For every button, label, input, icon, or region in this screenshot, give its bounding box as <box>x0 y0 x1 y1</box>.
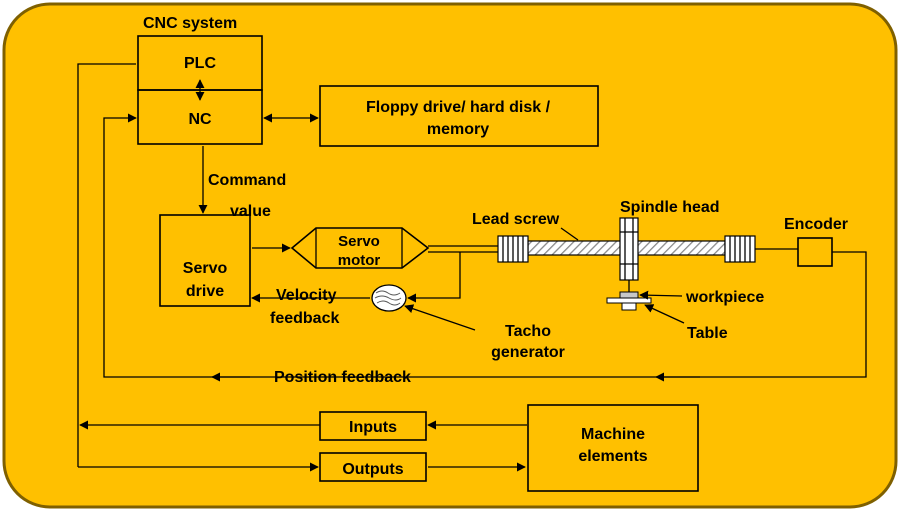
lead-screw-label: Lead screw <box>472 211 560 228</box>
tacho-label-line1: Tacho <box>505 323 551 340</box>
workpiece-table-icon <box>606 291 652 311</box>
velocity-label-line1: Velocity <box>276 287 337 304</box>
servo-motor-label-line2: motor <box>338 252 381 269</box>
servo-drive-label-line1: Servo <box>183 260 228 277</box>
storage-box <box>319 85 599 147</box>
tacho-branch-line <box>407 252 461 303</box>
storage-label-line1: Floppy drive/ hard disk / <box>366 99 551 116</box>
spindle-head-label: Spindle head <box>620 199 720 216</box>
nc-label: NC <box>188 111 212 128</box>
machine-elements-box <box>527 404 699 492</box>
spindle-head-icon <box>619 217 639 292</box>
machine-label-line1: Machine <box>581 426 645 443</box>
inputs-label: Inputs <box>349 419 397 436</box>
tacho-pointer-arrow <box>404 304 476 331</box>
position-feedback-line <box>103 113 867 378</box>
table-pointer <box>644 304 685 324</box>
plc-label: PLC <box>184 55 216 72</box>
outputs-label: Outputs <box>342 461 403 478</box>
command-label-line1: Command <box>208 172 286 189</box>
cnc-system-label: CNC system <box>143 15 237 32</box>
outputs-box <box>319 452 427 482</box>
left-bearing-icon <box>497 235 529 263</box>
machine-label-line2: elements <box>578 448 647 465</box>
right-bearing-icon <box>724 235 756 263</box>
servo-drive-label-line2: drive <box>186 283 224 300</box>
tacho-generator-scribble <box>374 290 402 306</box>
velocity-label-line2: feedback <box>270 310 339 327</box>
position-feedback-label: Position feedback <box>274 369 411 386</box>
table-label: Table <box>687 325 728 342</box>
workpiece-label: workpiece <box>685 289 764 306</box>
plc-io-bus-line <box>77 63 136 467</box>
tacho-label-line2: generator <box>491 344 565 361</box>
lead-screw-pointer <box>560 227 579 241</box>
inputs-box <box>319 411 427 441</box>
servo-motor-label-line1: Servo <box>338 233 380 250</box>
servo-drive-box <box>159 214 251 307</box>
workpiece-pointer <box>639 290 683 300</box>
encoder-label: Encoder <box>784 216 848 233</box>
storage-label-line2: memory <box>427 121 489 138</box>
